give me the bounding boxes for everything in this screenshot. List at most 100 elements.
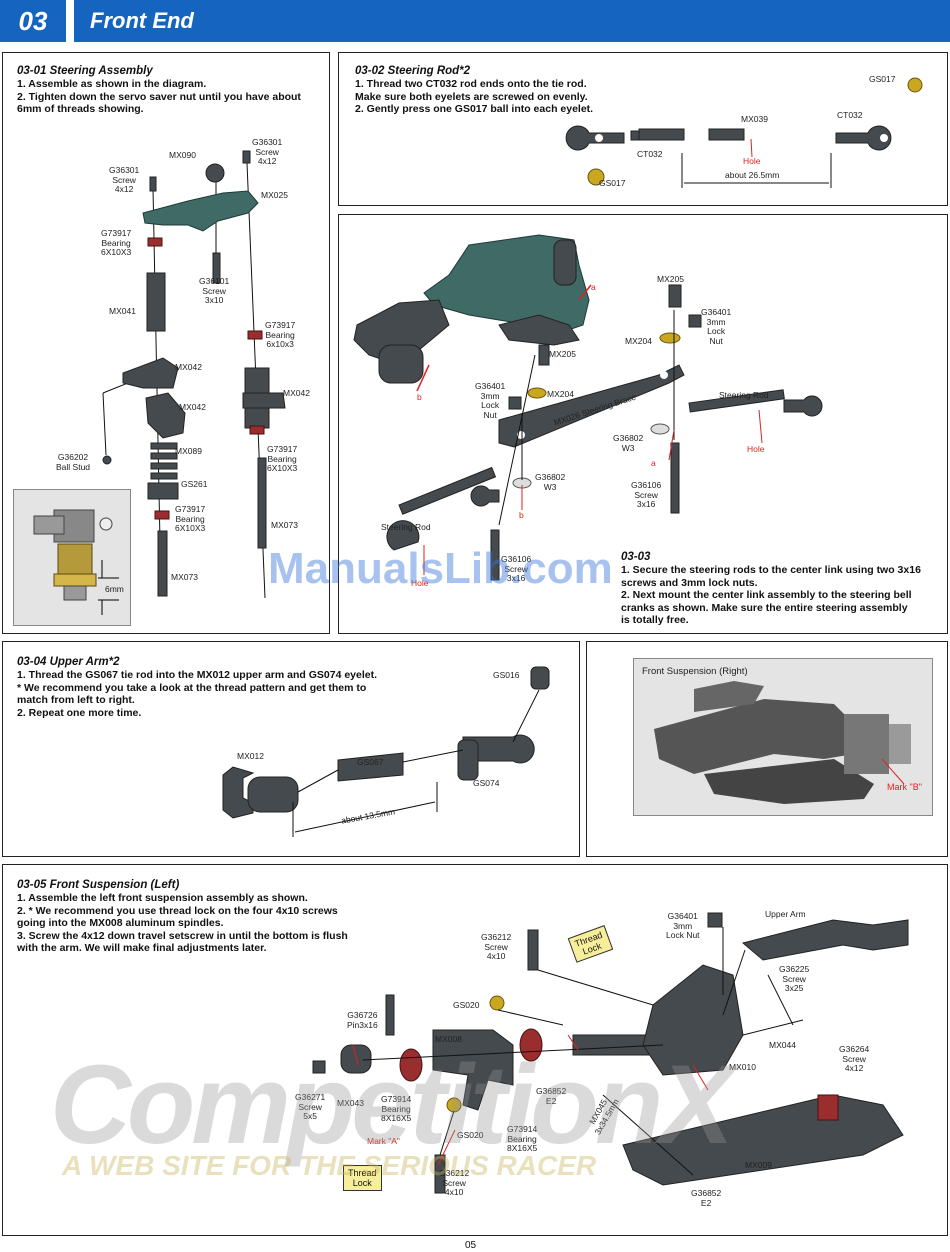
label-mark-b: Mark "B" [887,782,922,792]
label-mx090: MX090 [169,150,196,160]
label-g36106: G36106 Screw 3x16 [501,554,532,583]
step-title: 03-01 Steering Assembly [17,65,153,77]
label-g36301: G36301 Screw 4x12 [109,165,140,194]
instruction: 1. Assemble the left front suspension as… [17,892,308,904]
step-instructions: 1. Thread two CT032 rod ends onto the ti… [355,78,685,116]
step-title: 03-05 Front Suspension (Left) [17,879,180,891]
step-title: 03-02 Steering Rod*2 [355,65,471,77]
section-number: 03 [0,0,66,42]
upper-arm-diagram [222,666,550,837]
label-gs067: GS067 [357,757,384,767]
label-g36401: G36401 3mm Lock Nut [666,911,700,940]
servo-saver-inset: 6mm [13,489,131,626]
label-b: b [519,510,524,520]
label-g73917: G73917 Bearing 6X10X3 [101,228,132,257]
label-hole: Hole [747,444,765,454]
label-g36401: G36401 3mm Lock Nut [475,381,506,420]
instruction: 1. Assemble as shown in the diagram. [17,78,207,90]
label-g36264: G36264 Screw 4x12 [839,1044,870,1073]
label-g36852: G36852 E2 [536,1086,567,1106]
label-mx205: MX205 [549,349,576,359]
panel-front-suspension-photo: Front Suspension (Right) Mark "B" [586,641,948,857]
label-a: a [591,282,596,292]
label-mx041: MX041 [109,306,136,316]
label-mx205: MX205 [657,274,684,284]
label-g36225: G36225 Screw 3x25 [779,964,810,993]
label-mx009: MX009 [745,1160,772,1170]
step-title: 03-04 Upper Arm*2 [17,656,120,668]
instruction: 2. Next mount the center link assembly t… [621,589,912,626]
photo-caption: Front Suspension (Right) [642,666,748,677]
label-mx010: MX010 [729,1062,756,1072]
panel-steering-brace: MX205 G36401 3mm Lock Nut MX204 MX205 G3… [338,214,948,634]
label-g73914: G73914 Bearing 8X16X5 [507,1124,538,1153]
front-suspension-photo: Front Suspension (Right) Mark "B" [633,658,933,816]
instruction: 2. * We recommend you use thread lock on… [17,904,338,930]
front-suspension-diagram [312,912,909,1194]
panel-steering-assembly: 03-01 Steering Assembly 1. Assemble as s… [2,52,330,634]
label-ct032: CT032 [637,149,663,159]
dimension-26-5mm: about 26.5mm [725,170,780,180]
step-title: 03-03 [621,551,651,563]
manualslib-watermark: ManualsLib.com [268,544,613,593]
label-g73917: G73917 Bearing 6x10x3 [265,320,296,349]
label-g36726: G36726 Pin3x16 [347,1010,378,1030]
label-steering-rod: Steering Rod [381,522,431,532]
label-gs261: GS261 [181,479,208,489]
label-g36802: G36802 W3 [535,472,566,492]
suspension-photo-art [654,681,911,804]
label-mx204: MX204 [547,389,574,399]
label-g36212: G36212 Screw 4x10 [481,932,512,961]
label-mx073: MX073 [271,520,298,530]
servo-saver-diagram [33,509,119,615]
label-mx025: MX025 [261,190,288,200]
page-number: 05 [465,1240,477,1251]
instruction: 1. Secure the steering rods to the cente… [621,564,921,589]
label-mx204: MX204 [625,336,652,346]
label-g36401: G36401 3mm Lock Nut [701,307,732,346]
label-hole: Hole [411,578,429,588]
label-g36301: G36301 Screw 4x12 [252,137,283,166]
label-mx008: MX008 [435,1034,462,1044]
step-instructions: 1. Thread the GS067 tie rod into the MX0… [17,669,437,719]
instruction: 2. Gently press one GS017 ball into each… [355,103,594,115]
thread-lock-tag: Thread Lock [343,1165,382,1191]
label-mark-a: Mark "A" [367,1136,400,1146]
steering-rod-diagram [565,77,923,188]
label-b: b [417,392,422,402]
label-g36202: G36202 Ball Stud [56,452,91,472]
label-gs074: GS074 [473,778,500,788]
label-mx042: MX042 [179,402,206,412]
label-mx042: MX042 [175,362,202,372]
instruction: 3. Screw the 4x12 down travel setscrew i… [17,929,348,955]
step-instructions: 1. Assemble the left front suspension as… [17,892,377,955]
label-g73917: G73917 Bearing 6X10X3 [175,504,206,533]
label-mx043: MX043 [337,1098,364,1108]
label-mx012: MX012 [237,751,264,761]
label-upper-arm: Upper Arm [765,909,806,919]
instruction: 2. Repeat one more time. [17,706,142,719]
label-g36852: G36852 E2 [691,1188,722,1208]
page-header: 03 Front End [0,0,950,42]
label-a: a [651,458,656,468]
label-gs020: GS020 [453,1000,480,1010]
instruction: 2. Tighten down the servo saver nut unti… [17,90,301,116]
instruction: 1. Thread the GS067 tie rod into the MX0… [17,669,378,706]
label-gs016: GS016 [493,670,520,680]
step-instructions: 1. Secure the steering rods to the cente… [621,564,947,627]
label-mx042: MX042 [283,388,310,398]
steering-assembly-diagram [102,150,286,599]
label-mx073: MX073 [171,572,198,582]
dimension-6mm: 6mm [105,584,124,594]
label-g36101: G36101 Screw 3x10 [199,276,230,305]
panel-front-suspension-left: 03-05 Front Suspension (Left) 1. Assembl… [2,864,948,1236]
label-steering-rod: Steering Rod [719,390,769,400]
steering-brace-diagram [353,234,823,581]
section-title: Front End [74,0,950,42]
label-mx044: MX044 [769,1040,796,1050]
label-mx039: MX039 [741,114,768,124]
panel-upper-arm: 03-04 Upper Arm*2 1. Thread the GS067 ti… [2,641,580,857]
label-hole: Hole [743,156,761,166]
competitionx-logo: CompetitionX [50,1042,734,1167]
label-gs017: GS017 [869,74,896,84]
